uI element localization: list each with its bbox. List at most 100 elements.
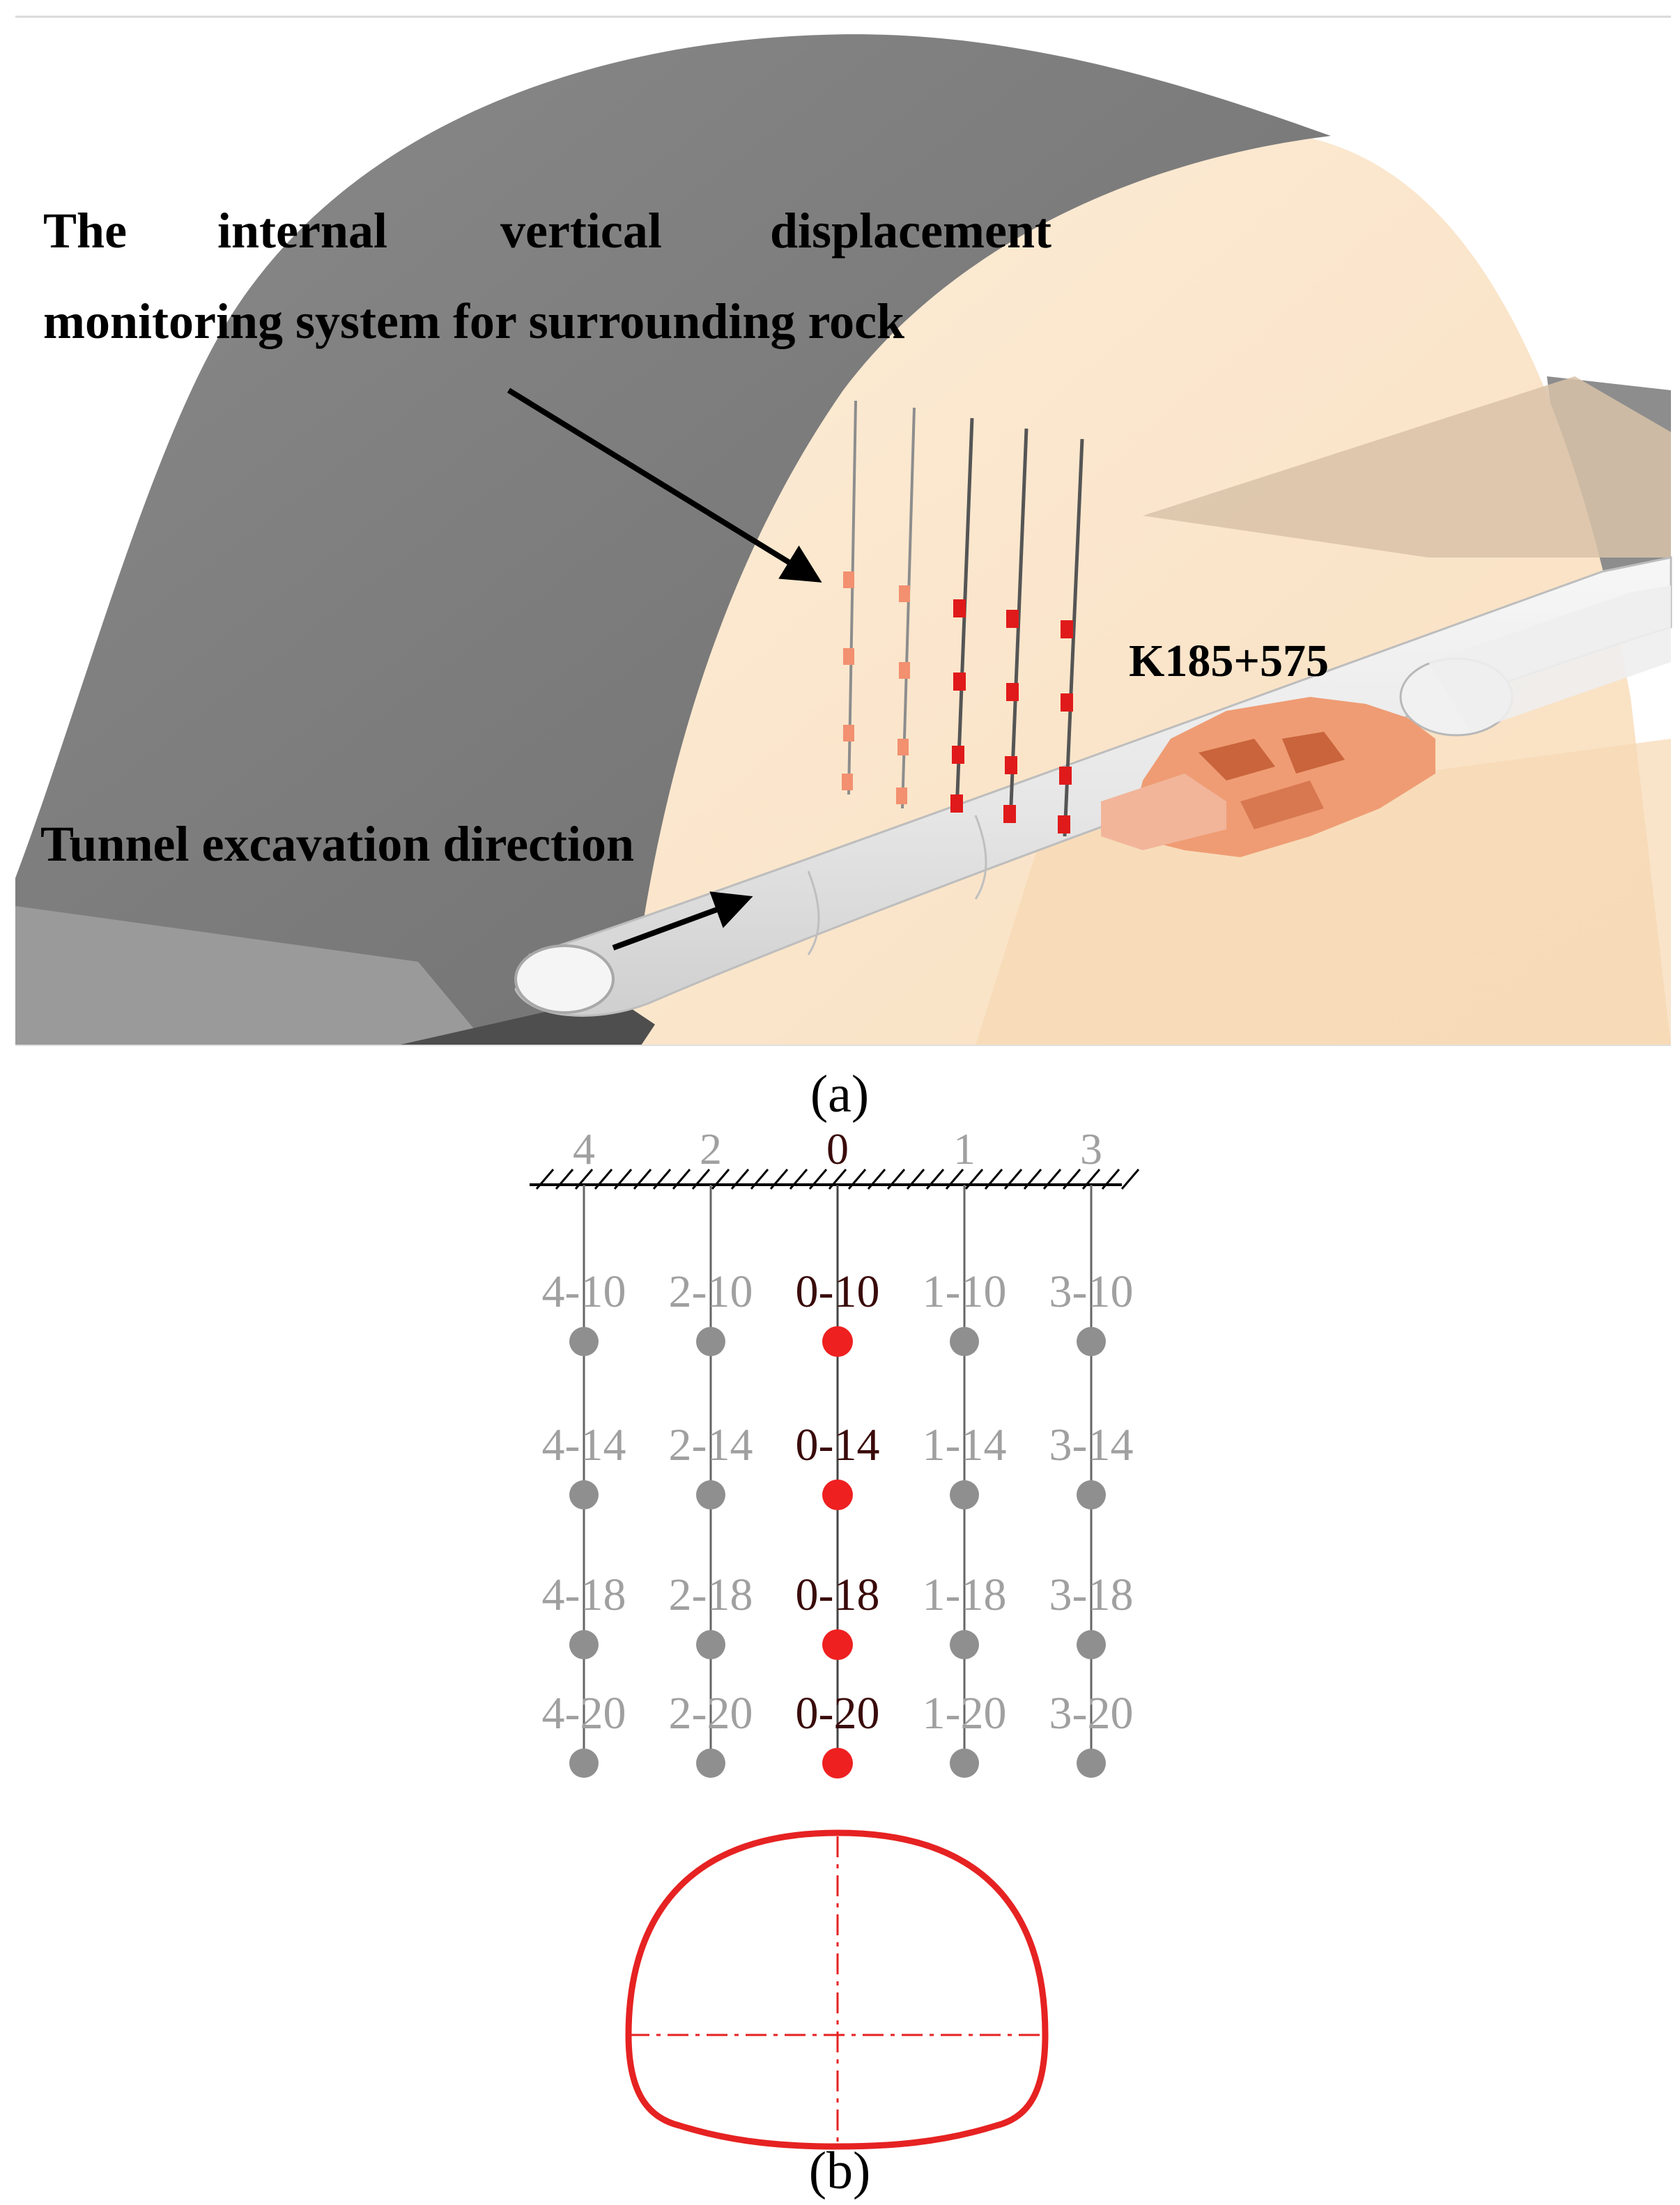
hatch-mark	[1120, 1169, 1140, 1190]
hatch-mark	[925, 1169, 945, 1190]
measuring-point	[1077, 1480, 1106, 1509]
hatch-mark	[535, 1169, 555, 1190]
hatch-mark	[1101, 1169, 1120, 1190]
hatch-mark	[730, 1169, 750, 1190]
annotation-monitoring-word-2: internal	[217, 203, 387, 259]
hatch-mark	[828, 1169, 847, 1190]
station-label: K185+575	[1129, 636, 1329, 686]
measuring-point	[950, 1327, 979, 1356]
measuring-point	[569, 1749, 599, 1778]
tunnel-cross-section	[625, 1829, 1049, 2150]
borehole-rod	[1003, 428, 1028, 823]
borehole-layout: 44-104-144-184-2022-102-142-182-2000-100…	[542, 1124, 1134, 1778]
measuring-point-label: 3-20	[1049, 1688, 1134, 1739]
tunnel-ring	[974, 815, 987, 900]
measuring-point-label: 2-14	[669, 1420, 753, 1470]
hatch-mark	[808, 1169, 828, 1190]
tbm-machine	[1101, 697, 1435, 857]
measuring-point-label: 3-10	[1049, 1266, 1134, 1317]
measuring-point	[569, 1480, 599, 1509]
panel-b-layout-diagram: 44-104-144-184-2022-102-142-182-2000-100…	[530, 1124, 1140, 1778]
hatch-mark	[984, 1169, 1003, 1190]
hatch-mark	[672, 1169, 691, 1190]
hatch-mark	[652, 1169, 672, 1190]
annotation-excavation-direction: Tunnel excavation direction	[40, 816, 634, 872]
caption-a: (a)	[810, 1065, 869, 1123]
borehole-id-label: 3	[1080, 1124, 1102, 1174]
hatch-mark	[691, 1169, 711, 1190]
tunnel-far-body	[1428, 585, 1671, 732]
measuring-point	[950, 1480, 979, 1509]
hatch-mark	[594, 1169, 613, 1190]
measuring-point-label: 0-10	[796, 1266, 880, 1317]
tunnel-outline	[625, 1829, 1049, 2150]
measuring-point-label: 1-10	[923, 1266, 1007, 1317]
measuring-point-label: 4-10	[542, 1266, 626, 1317]
measuring-point	[696, 1630, 725, 1659]
hatch-mark	[789, 1169, 808, 1190]
hatch-mark	[847, 1169, 867, 1190]
measuring-point	[569, 1327, 599, 1356]
panel-a-tunnel-model: The internal vertical displacement monit…	[15, 15, 1672, 1046]
borehole-id-label: 2	[700, 1124, 722, 1174]
hatch-mark	[613, 1169, 633, 1190]
tunnel-portal	[514, 944, 615, 1014]
hatch-mark	[867, 1169, 886, 1190]
hatch-mark	[574, 1169, 594, 1190]
hatch-mark	[711, 1169, 730, 1190]
borehole-id-label: 0	[826, 1124, 849, 1174]
measuring-point	[950, 1749, 979, 1778]
measuring-point-label: 1-18	[923, 1569, 1007, 1620]
borehole-id-label: 4	[573, 1124, 595, 1174]
measuring-point-label: 4-18	[542, 1569, 626, 1620]
measuring-point-label: 3-14	[1049, 1420, 1134, 1470]
mountain-base-front	[15, 906, 488, 1045]
measuring-point	[696, 1480, 725, 1509]
measuring-point-label: 0-18	[796, 1569, 880, 1620]
monitoring-system-3d	[842, 400, 1084, 837]
borehole-id-label: 1	[953, 1124, 976, 1174]
annotation-monitoring-word-1: The	[43, 203, 127, 259]
ground-hatching	[535, 1169, 1140, 1190]
annotation-monitoring-word-4: displacement	[770, 203, 1051, 259]
measuring-point-label: 1-14	[923, 1420, 1007, 1470]
annotation-monitoring-line-2: monitoring system for surrounding rock	[43, 293, 904, 349]
borehole-rod	[950, 417, 974, 813]
hatch-mark	[1042, 1169, 1062, 1190]
measuring-point-label: 2-18	[669, 1569, 753, 1620]
hatch-mark	[1062, 1169, 1081, 1190]
borehole-rod	[1058, 438, 1084, 837]
annotation-monitoring-word-3: vertical	[500, 203, 662, 259]
measuring-point-label: 3-18	[1049, 1569, 1134, 1620]
measuring-point	[822, 1326, 853, 1357]
measuring-point	[822, 1629, 853, 1660]
measuring-point	[822, 1480, 853, 1510]
measuring-point-label: 1-20	[923, 1688, 1007, 1739]
excavation-direction-arrow	[612, 891, 753, 951]
measuring-point-label: 0-20	[796, 1688, 880, 1739]
hatch-mark	[769, 1169, 789, 1190]
measuring-point	[696, 1749, 725, 1778]
measuring-point-label: 0-14	[796, 1420, 880, 1470]
rock-layer-plane	[1143, 376, 1671, 558]
hatch-mark	[1003, 1169, 1023, 1190]
measuring-point-label: 2-20	[669, 1688, 753, 1739]
hatch-mark	[945, 1169, 964, 1190]
hatch-mark	[886, 1169, 906, 1190]
borehole-rod	[896, 407, 916, 809]
annotation-monitoring-arrow	[507, 387, 822, 583]
measuring-point	[1077, 1327, 1106, 1356]
measuring-point-label: 4-20	[542, 1688, 626, 1739]
measuring-point	[822, 1748, 853, 1778]
measuring-point	[1077, 1749, 1106, 1778]
hatch-mark	[964, 1169, 984, 1190]
caption-b: (b)	[809, 2142, 871, 2200]
hatch-mark	[555, 1169, 574, 1190]
tunnel-ring	[807, 870, 820, 955]
mountain-surface	[15, 34, 1331, 1045]
measuring-point	[696, 1327, 725, 1356]
borehole-rod	[842, 400, 857, 795]
hatch-mark	[750, 1169, 769, 1190]
hatch-mark	[1023, 1169, 1042, 1190]
